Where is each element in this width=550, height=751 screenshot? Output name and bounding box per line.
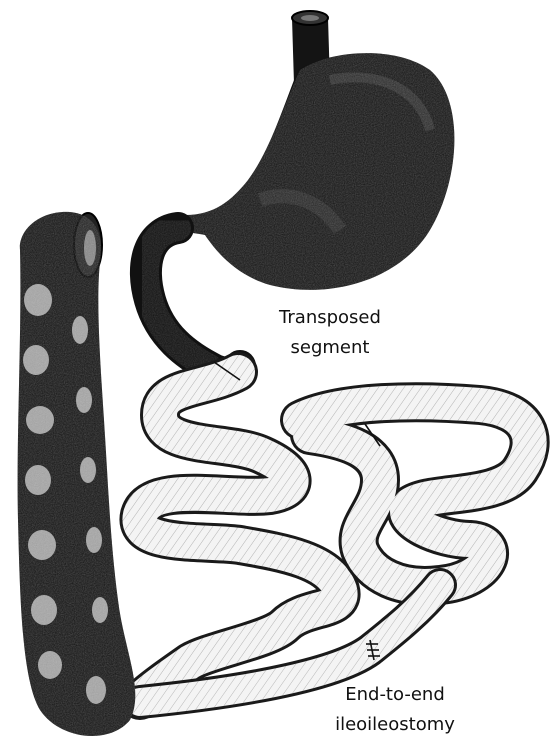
colon (18, 212, 136, 736)
transposed-segment-label-line-1: Transposed (260, 303, 400, 333)
small-bowel-loops (139, 362, 529, 702)
stomach (158, 53, 455, 290)
anastomosis-label: End-to-end ileoileostomy (320, 680, 470, 740)
transposed-segment-label-line-2: segment (260, 333, 400, 363)
anastomosis-label-line-1: End-to-end (320, 680, 470, 710)
transposed-segment-label: Transposed segment (260, 303, 400, 363)
anastomosis-label-line-2: ileoileostomy (320, 710, 470, 740)
